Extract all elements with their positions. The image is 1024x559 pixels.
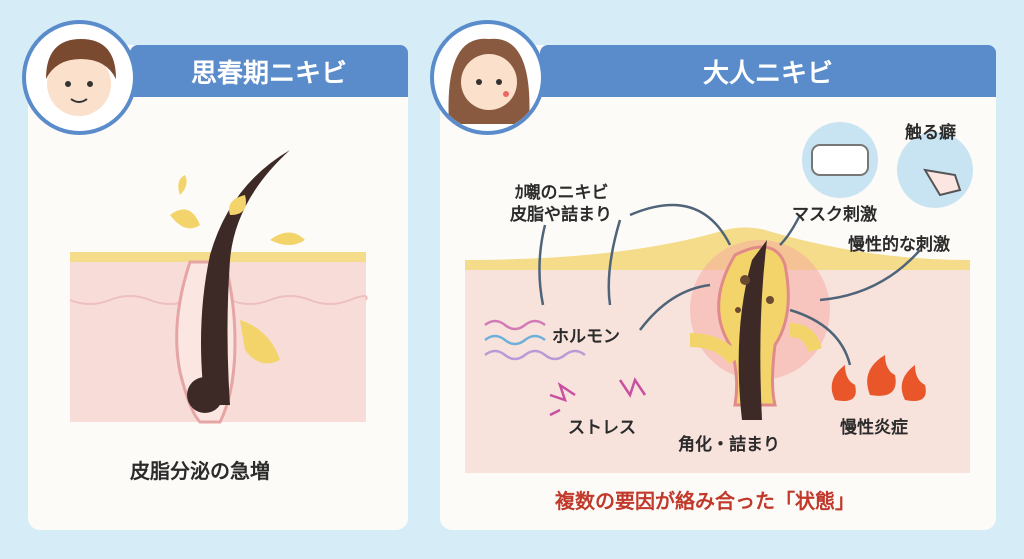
label-keratinization: 角化・詰まり (678, 435, 780, 455)
puberty-acne-title: 思春期ニキビ (130, 45, 408, 97)
puberty-caption: 皮脂分泌の急増 (130, 459, 270, 483)
teen-avatar (22, 20, 137, 135)
adult-woman-avatar (430, 20, 545, 135)
label-touch-habit: 触る癖 (905, 123, 956, 143)
label-sebum-clogging: 皮脂や詰まり (510, 205, 612, 225)
label-hormone: ホルモン (552, 327, 620, 347)
summary-text: 複数の要因が絡み合った「状態」 (555, 489, 855, 513)
adult-acne-title: 大人ニキビ (540, 45, 996, 97)
label-outer-acne: ｶ嚫のニキビ (515, 183, 609, 203)
left-skin-diagram (69, 150, 368, 424)
label-chronic-stimulus: 慢性的な刺激 (848, 235, 950, 255)
right-skin-diagram (465, 122, 973, 473)
label-chronic-inflammation: 慢性炎症 (840, 418, 908, 438)
label-stress: ストレス (568, 418, 636, 438)
label-mask: マスク刺激 (792, 205, 877, 225)
